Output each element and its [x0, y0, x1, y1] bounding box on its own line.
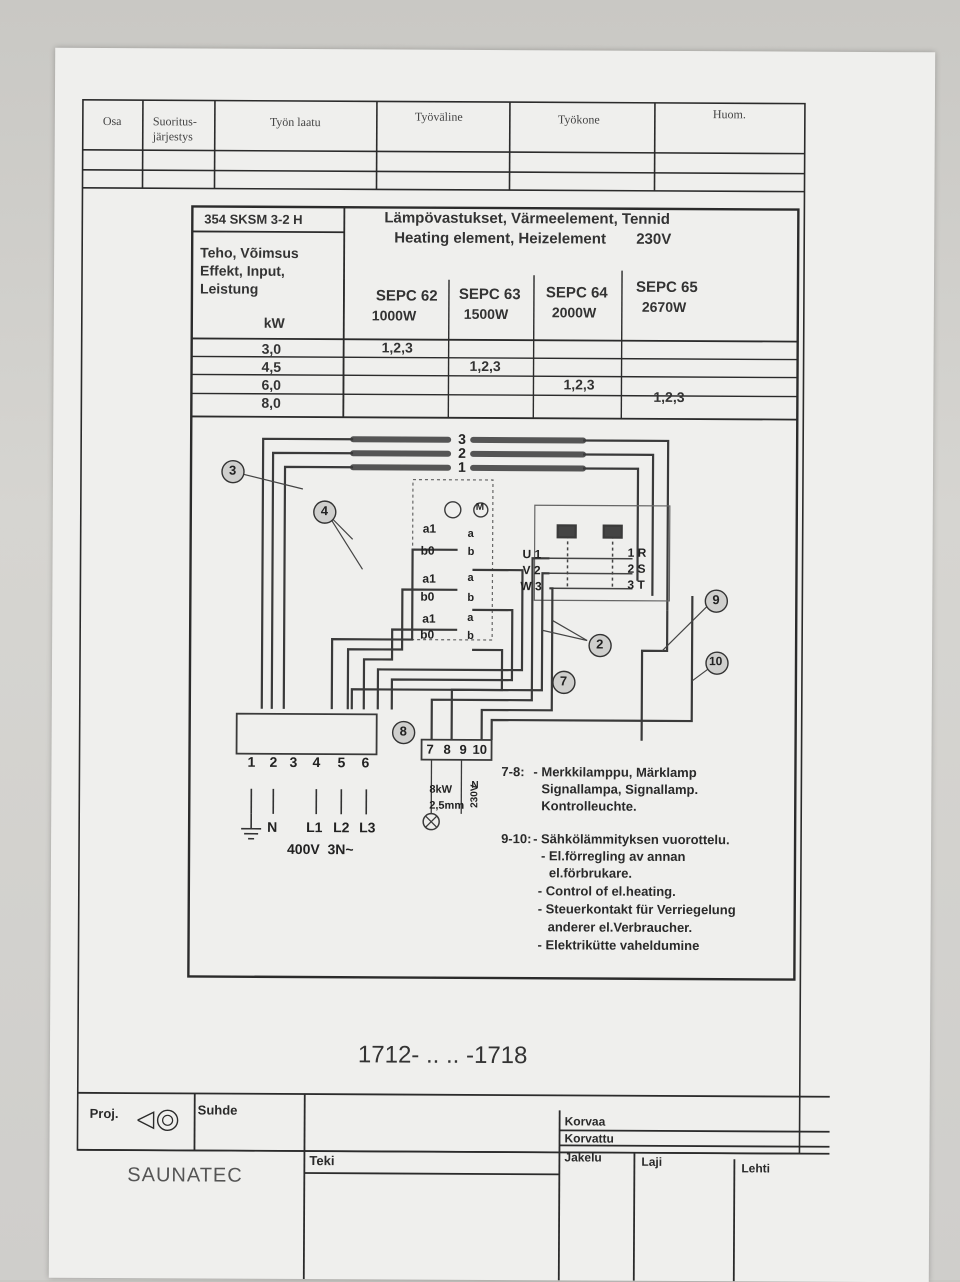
header-col-tyovaline: Työväline	[415, 110, 463, 125]
note-9-10-line7: - Elektrikütte vaheldumine	[537, 937, 699, 953]
row-kw-3: 3,0	[262, 341, 282, 357]
cell-3-sepc62: 1,2,3	[382, 339, 413, 355]
terminal-5: 5	[337, 754, 345, 770]
callout-7: 7	[560, 673, 567, 688]
col-model-sepc64: SEPC 64	[546, 284, 608, 301]
contactor-left-u: U 1	[523, 547, 542, 561]
small-terminal-9: 9	[460, 742, 467, 757]
col-power-sepc63: 1500W	[464, 306, 508, 322]
contactor-right-r: 1 R	[628, 546, 647, 560]
lamp-note-power: 8kW	[429, 784, 452, 796]
terminal-label-l1: L1	[306, 819, 322, 835]
lamp-note-neutral: N	[471, 780, 478, 791]
note-9-10-line1: - Sähkölämmityksen vuorottelu.	[533, 831, 730, 847]
terminal-6: 6	[361, 754, 369, 770]
supply-voltage: 400V 3N~	[287, 841, 354, 857]
col-power-sepc64: 2000W	[552, 304, 596, 320]
document-sheet: Osa Suoritus- järjestys Työn laatu Työvä…	[49, 48, 935, 1282]
drawing-number-range: 1712- .. .. -1718	[358, 1041, 528, 1070]
switch-label-b0-3: b0	[420, 628, 434, 642]
col-model-sepc62: SEPC 62	[376, 287, 438, 304]
cell-45-sepc63: 1,2,3	[470, 358, 501, 374]
header-col-suoritus: Suoritus- järjestys	[153, 114, 197, 144]
power-label-3: Leistung	[200, 280, 258, 296]
contactor-left-w: W 3	[520, 579, 541, 593]
title-proj: Proj.	[90, 1106, 119, 1121]
contact-b-2: b	[467, 592, 474, 604]
col-model-sepc63: SEPC 63	[459, 286, 521, 303]
contact-b-3: b	[467, 630, 474, 642]
terminal-1: 1	[247, 754, 255, 770]
element-label-1: 1	[458, 459, 466, 475]
header-col-tyon-laatu: Työn laatu	[270, 115, 321, 130]
callout-10: 10	[709, 654, 722, 668]
cell-8-sepc65: 1,2,3	[653, 389, 684, 405]
unit-kw: kW	[264, 315, 285, 331]
title-suhde: Suhde	[198, 1102, 238, 1117]
note-9-10-line3: el.förbrukare.	[549, 865, 632, 880]
small-terminal-7: 7	[427, 742, 434, 757]
title-lehti: Lehti	[741, 1161, 770, 1175]
switch-label-b0-2: b0	[420, 590, 434, 604]
contact-a-1: a	[468, 528, 474, 540]
note-7-8-line3: Kontrolleuchte.	[541, 798, 636, 813]
switch-label-a1-3: a1	[422, 612, 435, 626]
note-7-8-line2: Signallampa, Signallamp.	[541, 781, 698, 797]
terminal-label-n: N	[267, 819, 277, 835]
col-power-sepc62: 1000W	[372, 307, 416, 323]
terminal-4: 4	[312, 754, 320, 770]
col-model-sepc65: SEPC 65	[636, 279, 698, 296]
title-teki: Teki	[309, 1153, 334, 1168]
row-kw-45: 4,5	[262, 359, 282, 375]
contact-a-3: a	[467, 612, 473, 624]
lamp-note-wire: 2,5mm	[429, 800, 464, 812]
terminal-label-l3: L3	[359, 819, 375, 835]
contactor-right-s: 2 S	[627, 562, 645, 576]
note-7-8-key: 7-8:	[501, 764, 524, 779]
contact-a-2: a	[467, 572, 473, 584]
title-korvattu: Korvattu	[564, 1131, 613, 1145]
table-code: 354 SKSM 3-2 H	[204, 211, 302, 227]
power-label-2: Effekt, Input,	[200, 262, 285, 278]
title-jakelu: Jakelu	[564, 1150, 601, 1164]
terminal-3: 3	[289, 754, 297, 770]
small-terminal-10: 10	[473, 742, 488, 757]
switch-label-a1-1: a1	[423, 522, 436, 536]
switch-label-b0-1: b0	[421, 544, 435, 558]
contact-b-1: b	[468, 546, 475, 558]
callout-4: 4	[321, 503, 328, 518]
table-title-line1: Lämpövastukset, Värmeelement, Tennid	[384, 209, 670, 227]
title-laji: Laji	[641, 1155, 662, 1169]
table-title-line2: Heating element, Heizelement	[394, 229, 606, 247]
note-7-8-line1: - Merkkilamppu, Märklamp	[533, 764, 696, 780]
company-name: SAUNATEC	[127, 1164, 243, 1188]
row-kw-6: 6,0	[261, 377, 281, 393]
note-9-10-line5: - Steuerkontakt für Verriegelung	[538, 901, 736, 917]
callout-9: 9	[712, 592, 719, 607]
motor-symbol: M	[476, 502, 484, 513]
note-9-10-line2: - El.förregling av annan	[541, 848, 686, 864]
callout-3: 3	[229, 463, 236, 478]
note-9-10-key: 9-10:	[501, 831, 531, 846]
table-voltage: 230V	[636, 231, 671, 248]
col-power-sepc65: 2670W	[642, 299, 686, 315]
terminal-2: 2	[269, 754, 277, 770]
contactor-left-v: V 2	[522, 563, 540, 577]
callout-2: 2	[596, 637, 603, 652]
callout-8: 8	[400, 724, 407, 739]
cell-6-sepc64: 1,2,3	[563, 376, 594, 392]
row-kw-8: 8,0	[261, 395, 281, 411]
note-9-10-line6: anderer el.Verbraucher.	[548, 919, 693, 935]
header-col-tyokone: Työkone	[558, 112, 600, 127]
note-9-10-line4: - Control of el.heating.	[538, 883, 676, 899]
header-col-osa: Osa	[103, 114, 122, 129]
small-terminal-8: 8	[444, 742, 451, 757]
title-korvaa: Korvaa	[565, 1114, 606, 1128]
switch-label-a1-2: a1	[422, 572, 435, 586]
power-label-1: Teho, Võimsus	[200, 244, 299, 261]
contactor-right-t: 3 T	[627, 578, 644, 592]
terminal-label-l2: L2	[333, 819, 349, 835]
header-col-huom: Huom.	[713, 107, 746, 122]
